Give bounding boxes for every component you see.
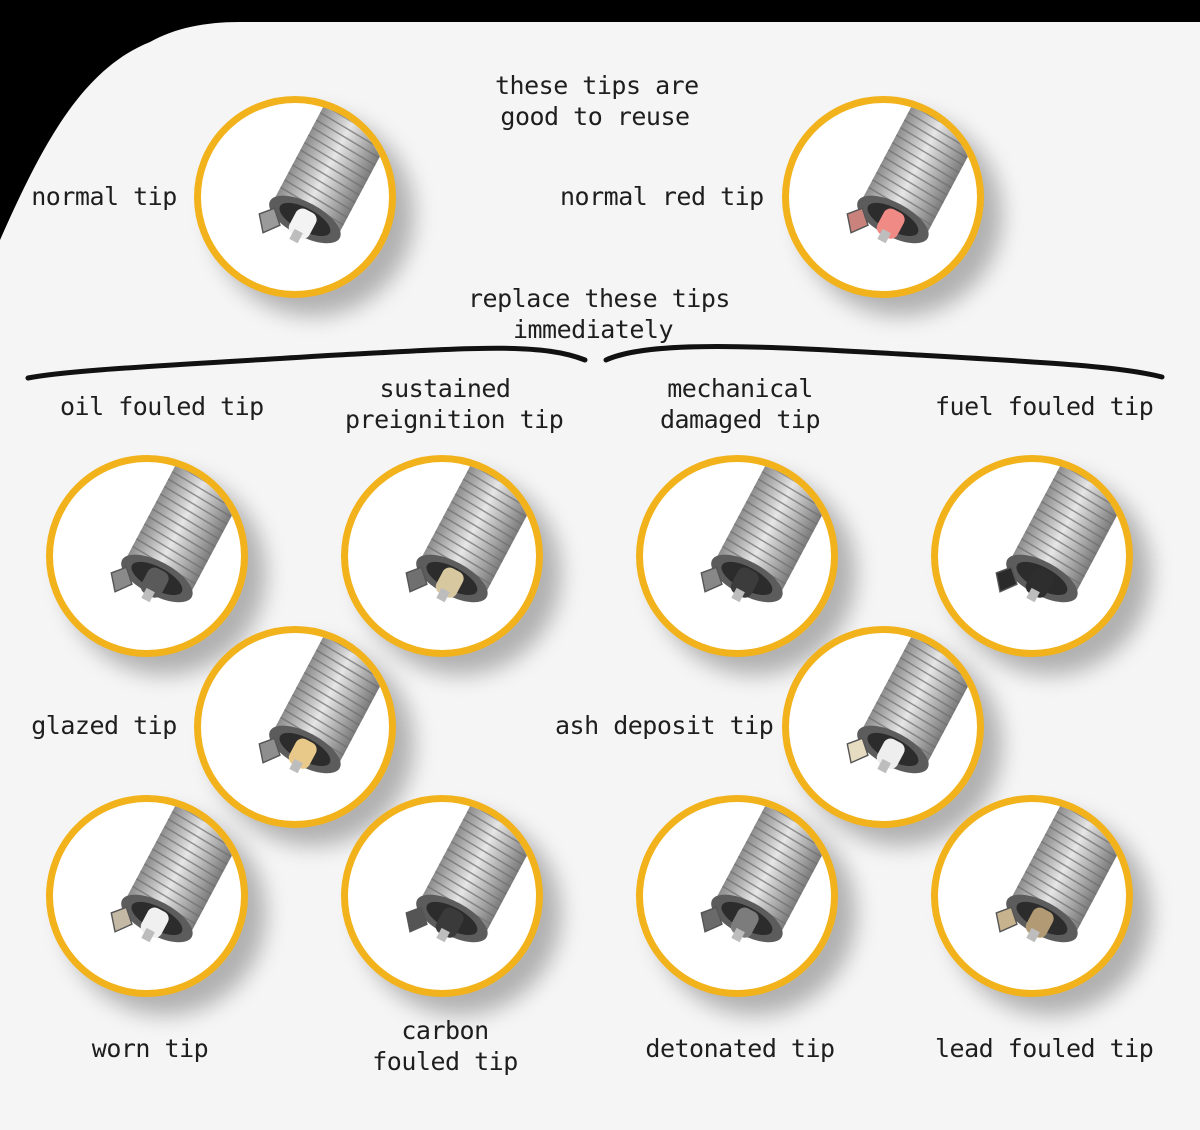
label-glazed-tip: glazed tip	[31, 711, 177, 740]
spark-plug-carbon-fouled	[341, 795, 543, 997]
spark-plug-normal-red	[782, 96, 984, 298]
spark-plug-sustained-preignition	[341, 455, 543, 657]
label-worn-tip: worn tip	[91, 1034, 209, 1063]
spark-plug-illustration	[700, 802, 831, 943]
spark-plug-illustration	[846, 633, 977, 774]
label-oil-fouled-tip: oil fouled tip	[60, 392, 264, 421]
spark-plug-fuel-fouled	[931, 455, 1133, 657]
spark-plug-illustration	[258, 633, 389, 774]
spark-plug-illustration	[405, 802, 536, 943]
replace-heading: replace these tips immediately	[468, 284, 730, 344]
label-fuel-fouled-tip: fuel fouled tip	[935, 392, 1154, 421]
label-normal-red-tip: normal red tip	[560, 182, 764, 211]
spark-plug-illustration	[258, 103, 389, 244]
spark-plug-illustration	[405, 462, 536, 603]
label-ash-deposit-tip: ash deposit tip	[555, 711, 774, 740]
spark-plug-illustration	[995, 462, 1126, 603]
spark-plug-illustration	[700, 462, 831, 603]
spark-plug-ash-deposit	[782, 626, 984, 828]
label-normal-tip: normal tip	[31, 182, 177, 211]
spark-plug-worn	[46, 795, 248, 997]
spark-plug-normal	[194, 96, 396, 298]
label-detonated-tip: detonated tip	[645, 1034, 835, 1063]
spark-plug-glazed	[194, 626, 396, 828]
spark-plug-oil-fouled	[46, 455, 248, 657]
spark-plug-illustration	[110, 462, 241, 603]
spark-plug-illustration	[110, 802, 241, 943]
brace-divider	[25, 344, 1165, 381]
spark-plug-lead-fouled	[931, 795, 1133, 997]
spark-plug-illustration	[995, 802, 1126, 943]
spark-plug-detonated	[636, 795, 838, 997]
reuse-heading: these tips are good to reuse	[495, 71, 699, 131]
label-lead-fouled-tip: lead fouled tip	[935, 1034, 1154, 1063]
spark-plug-illustration	[846, 103, 977, 244]
spark-plug-mechanical-damaged	[636, 455, 838, 657]
